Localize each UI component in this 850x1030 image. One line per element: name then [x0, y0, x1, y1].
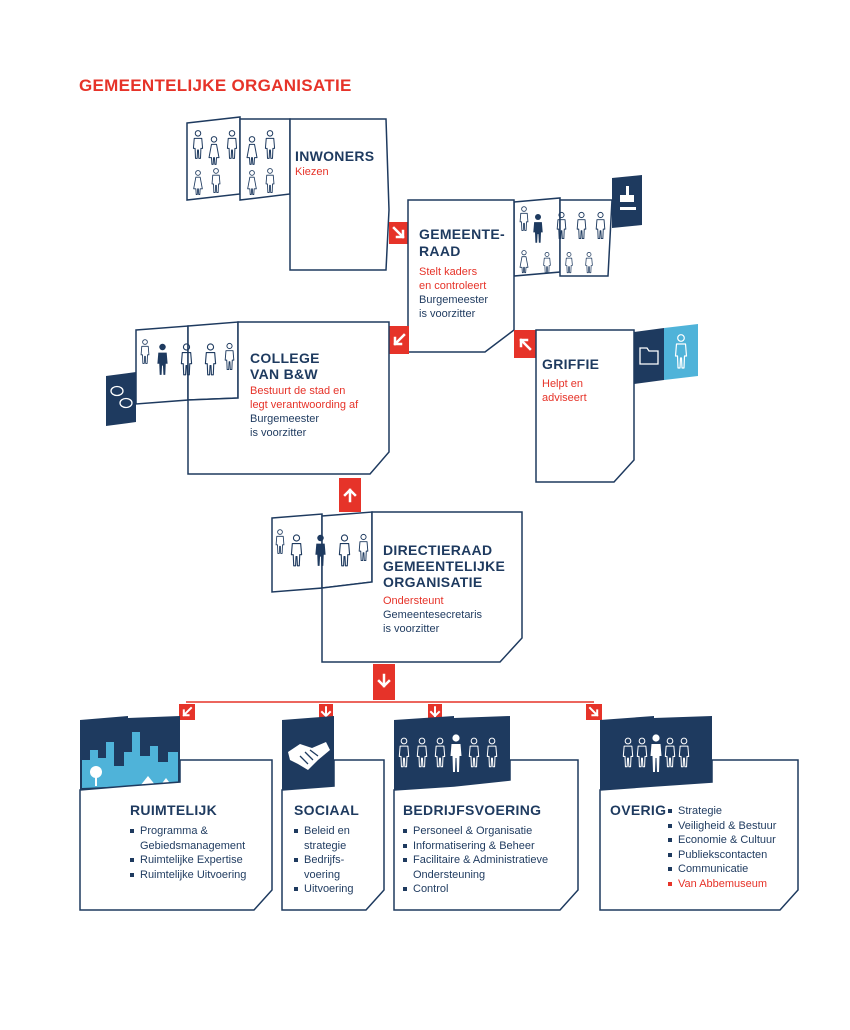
gemeenteraad-people-pattern [513, 197, 613, 277]
list-item: Facilitaire & Administratieve [403, 853, 548, 868]
list-item: Gebiedsmanagement [140, 839, 246, 852]
college-box [187, 321, 390, 475]
ruimtelijk-box [79, 759, 273, 911]
list-item: Van Abbemuseum [668, 877, 776, 892]
connector-directie-to-departments [179, 664, 602, 720]
college-chair-line1: Burgemeester [250, 413, 320, 425]
gemeenteraad-title-line2: RAAD [419, 243, 461, 259]
directieraad-title-line1: DIRECTIERAAD [383, 542, 493, 558]
arrow-directie-to-college [339, 478, 361, 512]
list-item: Personeel & Organisatie [403, 824, 548, 839]
gemeenteraad-role-line2: en controleert [419, 280, 487, 292]
sociaal-title: SOCIAAL [294, 802, 360, 818]
inwoners-box [289, 118, 390, 271]
inwoners-subtitle: Kiezen [295, 166, 329, 178]
bedrijfsvoering-box [393, 759, 579, 911]
list-item: Strategie [668, 804, 776, 819]
list-item: strategie [304, 839, 347, 852]
directieraad-people-pattern [271, 511, 373, 593]
arrow-raad-to-college [389, 326, 409, 354]
college-people-pattern [135, 321, 239, 405]
overig-title: OVERIG [610, 802, 667, 818]
sociaal-box [281, 759, 385, 911]
list-item: Bedrijfs- [294, 853, 354, 868]
list-item: Programma & [130, 824, 246, 839]
directieraad-box [321, 511, 523, 663]
college-role-line1: Bestuurt de stad en [250, 385, 346, 397]
list-item: Economie & Cultuur [668, 833, 776, 848]
list-item: Informatisering & Beheer [403, 839, 548, 854]
handshake-icon [282, 716, 334, 790]
list-item: Veiligheid & Bestuur [668, 819, 776, 834]
ruimtelijk-city-icon [80, 716, 180, 790]
ruimtelijk-title: RUIMTELIJK [130, 802, 217, 818]
ruimtelijk-list: Programma & Gebiedsmanagement Ruimtelijk… [130, 824, 246, 882]
list-item: Beleid en [294, 824, 354, 839]
college-chair-line2: is voorzitter [250, 427, 307, 439]
speech-bubbles-icon [106, 372, 136, 426]
directieraad-chair-line2: is voorzitter [383, 623, 440, 635]
list-item: Control [403, 882, 548, 897]
inwoners-title: INWONERS [295, 148, 375, 164]
overig-box [599, 759, 799, 911]
overig-people-icon [600, 716, 712, 790]
griffie-role-line1: Helpt en [542, 378, 583, 390]
bedrijfsvoering-title: BEDRIJFSVOERING [403, 802, 542, 818]
college-title-line1: COLLEGE [250, 350, 320, 366]
directieraad-chair-line1: Gemeentesecretaris [383, 609, 483, 621]
griffie-folder-icon [634, 328, 664, 384]
griffie-box [535, 329, 635, 483]
bedrijfsvoering-list: Personeel & Organisatie Informatisering … [403, 824, 548, 897]
inwoners-people-pattern [186, 116, 291, 201]
directieraad-title-line3: ORGANISATIE [383, 574, 483, 590]
gavel-icon [612, 175, 642, 228]
gemeenteraad-chair-line2: is voorzitter [419, 308, 476, 320]
arrow-griffie-to-raad [514, 330, 536, 358]
list-item: voering [304, 868, 341, 881]
directieraad-role: Ondersteunt [383, 595, 444, 607]
arrow-inwoners-to-raad [389, 222, 409, 244]
list-item: Ruimtelijke Expertise [130, 853, 246, 868]
list-item: Ondersteuning [413, 868, 486, 881]
gemeenteraad-role-line1: Stelt kaders [419, 266, 478, 278]
page-title: GEMEENTELIJKE ORGANISATIE [79, 76, 352, 95]
griffie-role-line2: adviseert [542, 392, 587, 404]
overig-list: Strategie Veiligheid & Bestuur Economie … [668, 804, 776, 891]
list-item: Communicatie [668, 862, 776, 877]
griffie-title: GRIFFIE [542, 356, 600, 372]
list-item: Uitvoering [294, 882, 354, 897]
sociaal-list: Beleid en strategie Bedrijfs- voering Ui… [294, 824, 354, 897]
list-item: Ruimtelijke Uitvoering [130, 868, 246, 883]
bedrijfsvoering-people-icon [394, 716, 510, 790]
college-title-line2: VAN B&W [250, 366, 318, 382]
directieraad-title-line2: GEMEENTELIJKE [383, 558, 506, 574]
list-item: Publiekscontacten [668, 848, 776, 863]
griffie-person-icon [664, 324, 698, 380]
gemeenteraad-chair-line1: Burgemeester [419, 294, 489, 306]
college-role-line2: legt verantwoording af [250, 399, 359, 411]
gemeenteraad-title-line1: GEMEENTE- [419, 226, 505, 242]
